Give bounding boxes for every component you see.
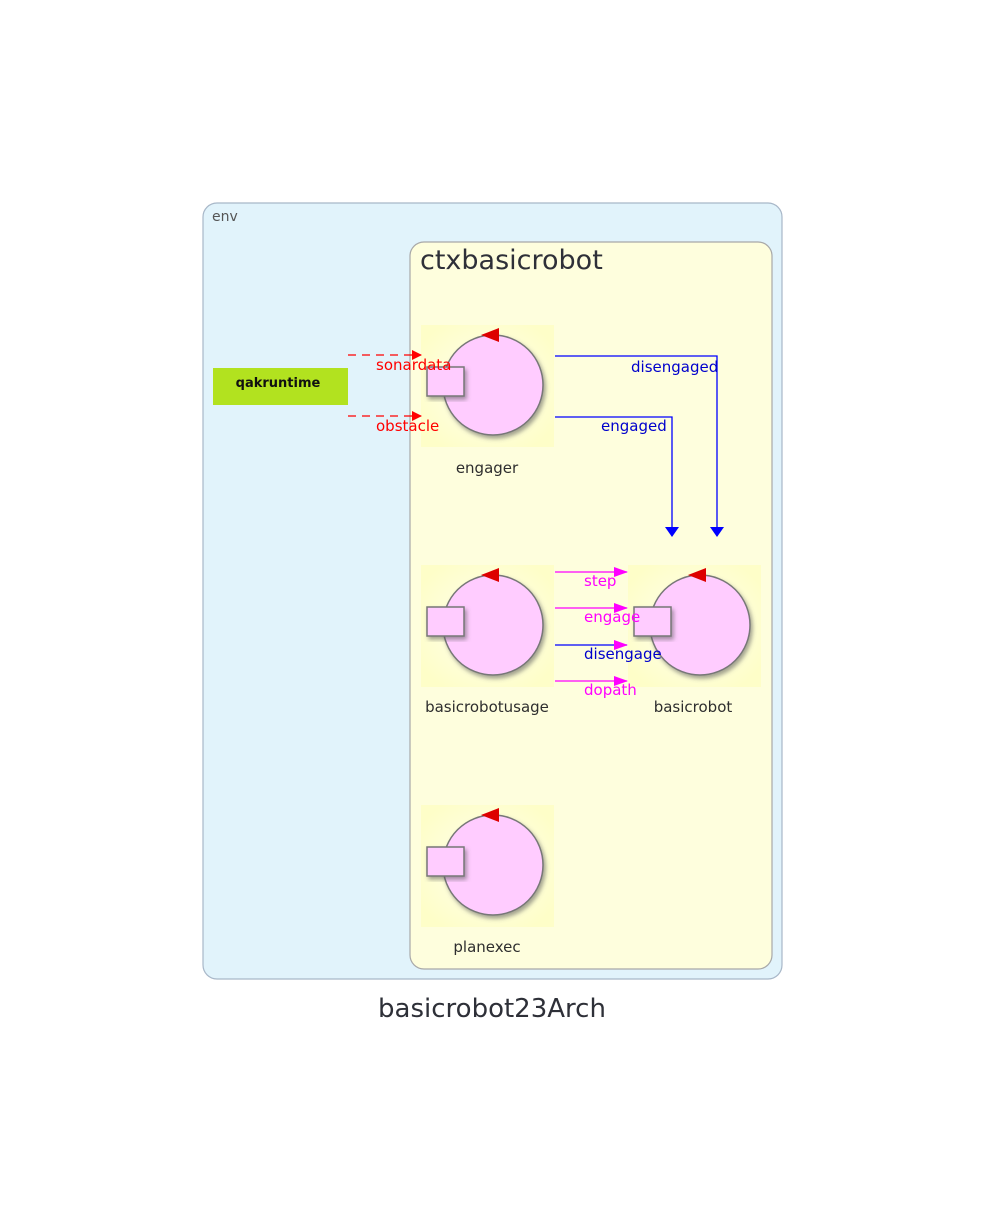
edge-disengaged-label: disengaged: [631, 358, 718, 376]
edge-dopath[interactable]: dopath: [555, 676, 637, 699]
edge-engage[interactable]: engage: [555, 603, 640, 626]
actor-red-triangle-icon: [481, 568, 499, 582]
actor-engager-label: engager: [456, 459, 519, 477]
qakruntime-box: [213, 368, 348, 405]
actor-engager[interactable]: [421, 325, 554, 447]
actor-red-triangle-icon: [688, 568, 706, 582]
actor-basicrobotusage[interactable]: [421, 565, 554, 687]
edge-engage-label: engage: [584, 608, 640, 626]
actor-mailbox-icon: [426, 606, 465, 637]
edge-step-label: step: [584, 572, 616, 590]
actor-basicrobot-label: basicrobot: [654, 698, 733, 716]
edge-sonardata[interactable]: sonardata: [348, 350, 451, 374]
edge-step[interactable]: step: [555, 567, 628, 590]
actor-planexec-label: planexec: [453, 938, 520, 956]
actor-red-triangle-icon: [481, 328, 499, 342]
edge-disengaged-line: [555, 355, 724, 537]
edge-sonardata-label: sonardata: [376, 356, 451, 374]
env-label: env: [212, 209, 238, 225]
edge-engaged-label: engaged: [601, 417, 667, 435]
actor-mailbox-icon: [633, 606, 672, 637]
actor-mailbox-icon: [426, 846, 465, 877]
edge-obstacle[interactable]: obstacle: [348, 411, 439, 435]
edge-dopath-label: dopath: [584, 681, 637, 699]
edge-disengage-label: disengage: [584, 645, 662, 663]
context-label: ctxbasicrobot: [420, 245, 603, 276]
actor-mailbox-icon: [426, 366, 465, 397]
actor-basicrobotusage-label: basicrobotusage: [425, 698, 549, 716]
actor-planexec[interactable]: [421, 805, 554, 927]
qakruntime-node[interactable]: qakruntime: [213, 368, 348, 405]
diagram-title: basicrobot23Arch: [378, 994, 606, 1024]
edge-disengaged[interactable]: disengaged: [555, 355, 724, 537]
edge-engaged[interactable]: engaged: [555, 416, 679, 537]
qakruntime-label: qakruntime: [236, 376, 321, 391]
edge-disengage[interactable]: disengage: [555, 640, 662, 663]
edge-obstacle-label: obstacle: [376, 417, 439, 435]
actor-red-triangle-icon: [481, 808, 499, 822]
actor-basicrobot[interactable]: [628, 565, 761, 687]
edge-engaged-line: [555, 416, 679, 537]
